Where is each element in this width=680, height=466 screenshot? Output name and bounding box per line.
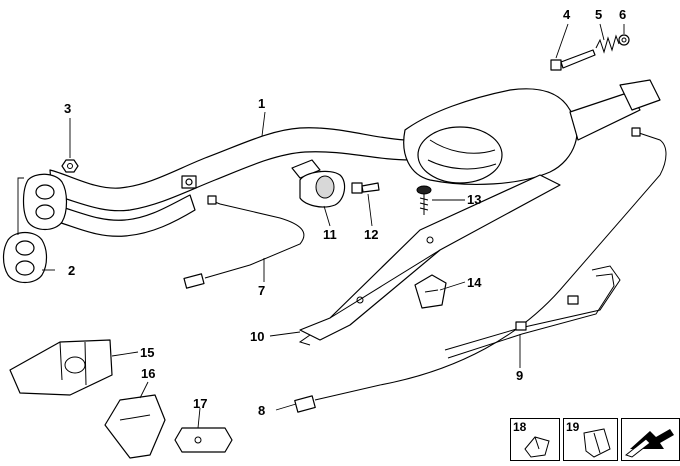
manifold-flange[interactable] xyxy=(22,173,68,231)
wire-harness-bracket[interactable] xyxy=(444,265,621,359)
self-tapping-screw[interactable] xyxy=(416,185,432,215)
callout-15: 15 xyxy=(140,345,155,360)
bolt[interactable] xyxy=(550,49,596,71)
spring[interactable] xyxy=(595,34,620,54)
callout-7: 7 xyxy=(258,283,266,298)
callout-13: 13 xyxy=(467,192,482,207)
exhaust-pipe-assembly[interactable] xyxy=(49,79,661,237)
inset-label-18: 18 xyxy=(513,420,527,434)
bracket-15[interactable] xyxy=(9,339,113,396)
callout-14: 14 xyxy=(467,275,482,290)
oxygen-sensor-front[interactable] xyxy=(183,195,305,289)
callout-6: 6 xyxy=(619,7,627,22)
heat-shield-strut[interactable] xyxy=(298,174,561,346)
washer[interactable] xyxy=(618,34,630,46)
rubber-mount[interactable] xyxy=(291,159,346,208)
callout-11: 11 xyxy=(323,227,337,242)
leader-lines xyxy=(42,23,625,429)
callout-10: 10 xyxy=(250,329,265,344)
callout-17: 17 xyxy=(193,396,208,411)
callout-12: 12 xyxy=(364,227,379,242)
inset-box-19[interactable]: 19 xyxy=(563,418,618,461)
callout-3: 3 xyxy=(64,101,72,116)
inset-box-18[interactable]: 18 xyxy=(510,418,560,461)
callout-9: 9 xyxy=(516,368,524,383)
clip-17[interactable] xyxy=(174,427,233,453)
clip-19-icon xyxy=(583,428,611,458)
nut[interactable] xyxy=(61,159,79,173)
callout-5: 5 xyxy=(595,7,603,22)
inset-label-19: 19 xyxy=(566,420,580,434)
clip-18-icon xyxy=(524,436,550,458)
callout-1: 1 xyxy=(258,96,266,111)
callout-16: 16 xyxy=(141,366,156,381)
holder-16[interactable] xyxy=(104,394,166,459)
callout-2: 2 xyxy=(68,263,76,278)
gasket[interactable] xyxy=(2,231,48,284)
oxygen-sensor-rear[interactable] xyxy=(294,127,667,413)
inset-box-arrow[interactable] xyxy=(621,418,680,461)
pipe-clamp[interactable] xyxy=(414,274,447,309)
callout-4: 4 xyxy=(563,7,571,22)
callout-8: 8 xyxy=(258,403,266,418)
mount-bolt[interactable] xyxy=(351,182,380,194)
arrow-icon xyxy=(624,429,674,458)
